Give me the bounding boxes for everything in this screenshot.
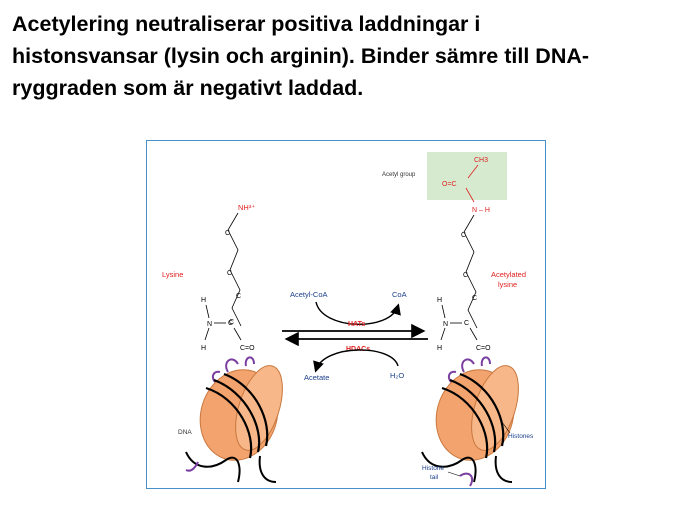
- lys-c2: C: [227, 270, 232, 277]
- histones-label: Histones: [508, 433, 534, 440]
- lys-n: N: [207, 321, 212, 328]
- ac-c-alpha: C: [464, 320, 469, 327]
- heading-line-1: Acetylering neutraliserar positiva laddn…: [12, 12, 481, 36]
- left-nucleosome: [185, 356, 283, 483]
- lys-c-alpha: C: [228, 320, 233, 327]
- lys-carbonyl: C=O: [240, 345, 255, 352]
- heading-line-3: ryggraden som är negativt laddad.: [12, 76, 364, 100]
- histone-tail-left-1: [225, 358, 239, 373]
- lys-c4: C: [229, 319, 234, 326]
- ac-h-top: H: [437, 297, 442, 304]
- ac-c3: C: [472, 295, 477, 302]
- acetyl-group-box: [427, 152, 507, 200]
- right-nucleosome: [421, 356, 519, 487]
- ac-n: N: [443, 321, 448, 328]
- heading-line-2: histonsvansar (lysin och arginin). Binde…: [12, 44, 590, 68]
- lysine-side-chain: [227, 212, 242, 327]
- dna-label: DNA: [178, 429, 192, 436]
- acetylated-label-1: Acetylated: [491, 270, 526, 279]
- histone-tail-label-1: Histone: [422, 465, 444, 472]
- lysine-label: Lysine: [162, 270, 183, 279]
- lys-h-bottom: H: [201, 345, 206, 352]
- hdacs-curve-arrow: [313, 349, 399, 373]
- acetyl-lysine-chain: [463, 214, 478, 329]
- acetyl-coa-label: Acetyl-CoA: [290, 290, 328, 299]
- water-label: H₂O: [390, 371, 404, 380]
- coa-label: CoA: [392, 290, 407, 299]
- diagram-svg: NH³⁺ C C C C Lysine H N H C C=O DNA Acet…: [146, 140, 546, 489]
- lys-c1: C: [225, 230, 230, 237]
- acetylated-label-2: lysine: [498, 280, 517, 289]
- ch3-label: CH3: [474, 157, 488, 164]
- ac-c1: C: [461, 232, 466, 239]
- hats-curve-arrow: [315, 301, 401, 325]
- acetylation-diagram: NH³⁺ C C C C Lysine H N H C C=O DNA Acet…: [146, 140, 546, 489]
- slide-heading: Acetylering neutraliserar positiva laddn…: [12, 8, 676, 104]
- acetyl-group-label: Acetyl group: [382, 172, 416, 178]
- histone-tail-label-2: tail: [430, 474, 439, 481]
- ac-c2: C: [463, 272, 468, 279]
- nh-label: N – H: [472, 207, 490, 214]
- ac-h-bottom: H: [437, 345, 442, 352]
- acetate-label: Acetate: [304, 373, 329, 382]
- lys-h-top: H: [201, 297, 206, 304]
- nh3-label: NH³⁺: [238, 203, 255, 212]
- co-label: O=C: [442, 181, 457, 188]
- lys-c3: C: [236, 293, 241, 300]
- ac-carbonyl: C=O: [476, 345, 491, 352]
- hats-label: HATs: [348, 321, 365, 328]
